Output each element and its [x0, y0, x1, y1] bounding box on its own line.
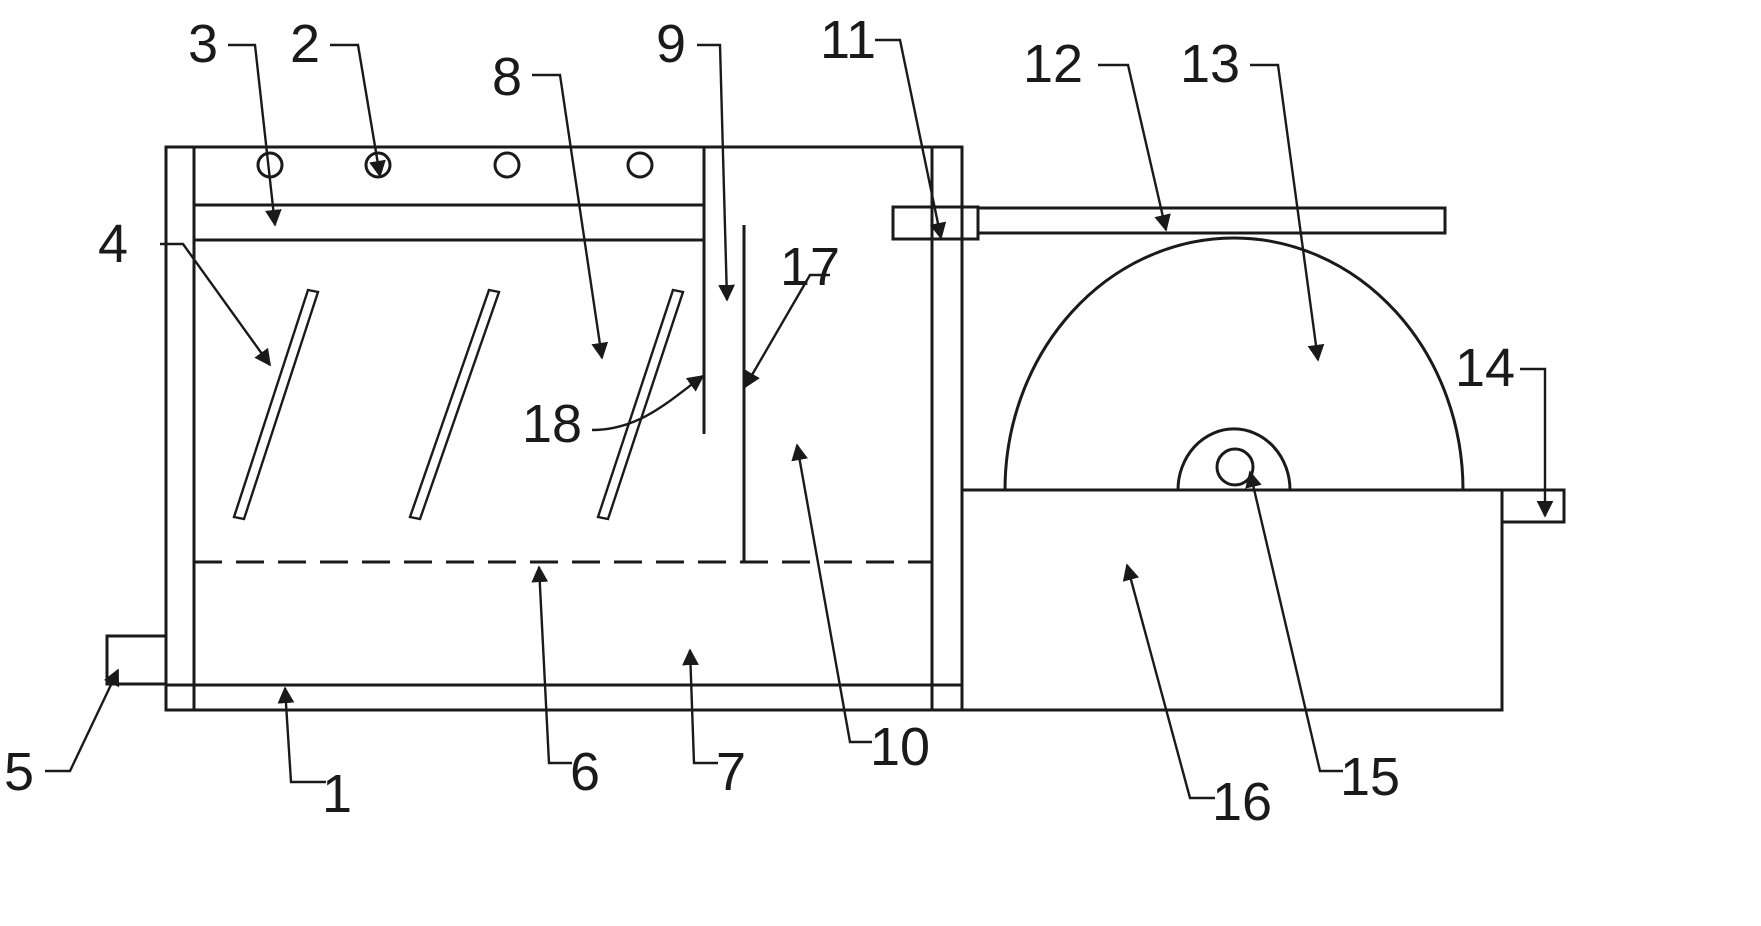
inclined-plates	[232, 288, 685, 521]
leader-lines	[45, 38, 1554, 800]
leader-10	[791, 443, 872, 744]
label-10: 10	[870, 717, 930, 777]
label-16: 16	[1212, 772, 1272, 832]
label-6: 6	[570, 742, 600, 802]
collection-tank	[960, 488, 1504, 712]
label-11: 11	[820, 10, 876, 70]
leader-14	[1520, 367, 1554, 518]
drum-hub	[1176, 427, 1292, 492]
hole	[626, 151, 654, 179]
inclined-plate	[596, 288, 685, 521]
leader-1	[277, 686, 326, 784]
leader-15	[1245, 470, 1343, 773]
leader-5	[45, 668, 120, 773]
leader-2	[330, 43, 386, 178]
leader-11	[875, 38, 947, 240]
tank-left-wall	[164, 145, 196, 712]
leader-6	[531, 565, 572, 765]
drum-shaft	[1215, 447, 1255, 487]
number-labels: 1 2 3 4 5 6 7 8 9 10 11 12 13 14 15 16 1…	[4, 10, 1515, 832]
label-14: 14	[1455, 338, 1515, 398]
inclined-plate	[232, 288, 320, 521]
filter-layer	[192, 203, 706, 242]
leader-18	[591, 375, 705, 432]
leader-3	[228, 43, 282, 227]
aeration-holes	[256, 151, 654, 179]
scraper-bar	[976, 206, 1447, 235]
label-2: 2	[290, 14, 320, 74]
label-17: 17	[780, 237, 840, 297]
label-8: 8	[492, 47, 522, 107]
leader-8	[532, 73, 609, 360]
leader-12	[1098, 63, 1171, 232]
leader-17	[743, 273, 830, 389]
label-18: 18	[522, 394, 582, 454]
label-5: 5	[4, 742, 34, 802]
leader-9	[697, 43, 735, 302]
leader-16	[1122, 563, 1215, 800]
inclined-plate	[408, 288, 501, 521]
leader-7	[682, 648, 718, 765]
label-13: 13	[1180, 34, 1240, 94]
label-7: 7	[716, 742, 746, 802]
tank-right-wall	[930, 145, 964, 712]
label-4: 4	[98, 214, 128, 274]
outlet-pipe	[1500, 488, 1566, 524]
label-9: 9	[656, 14, 686, 74]
label-12: 12	[1023, 34, 1083, 94]
label-15: 15	[1340, 747, 1400, 807]
label-1: 1	[322, 764, 352, 824]
leader-4	[160, 242, 271, 367]
filter-drum	[1003, 236, 1465, 492]
label-3: 3	[188, 14, 218, 74]
drain-pipe	[105, 634, 196, 686]
hole	[493, 151, 521, 179]
leader-13	[1250, 63, 1325, 362]
